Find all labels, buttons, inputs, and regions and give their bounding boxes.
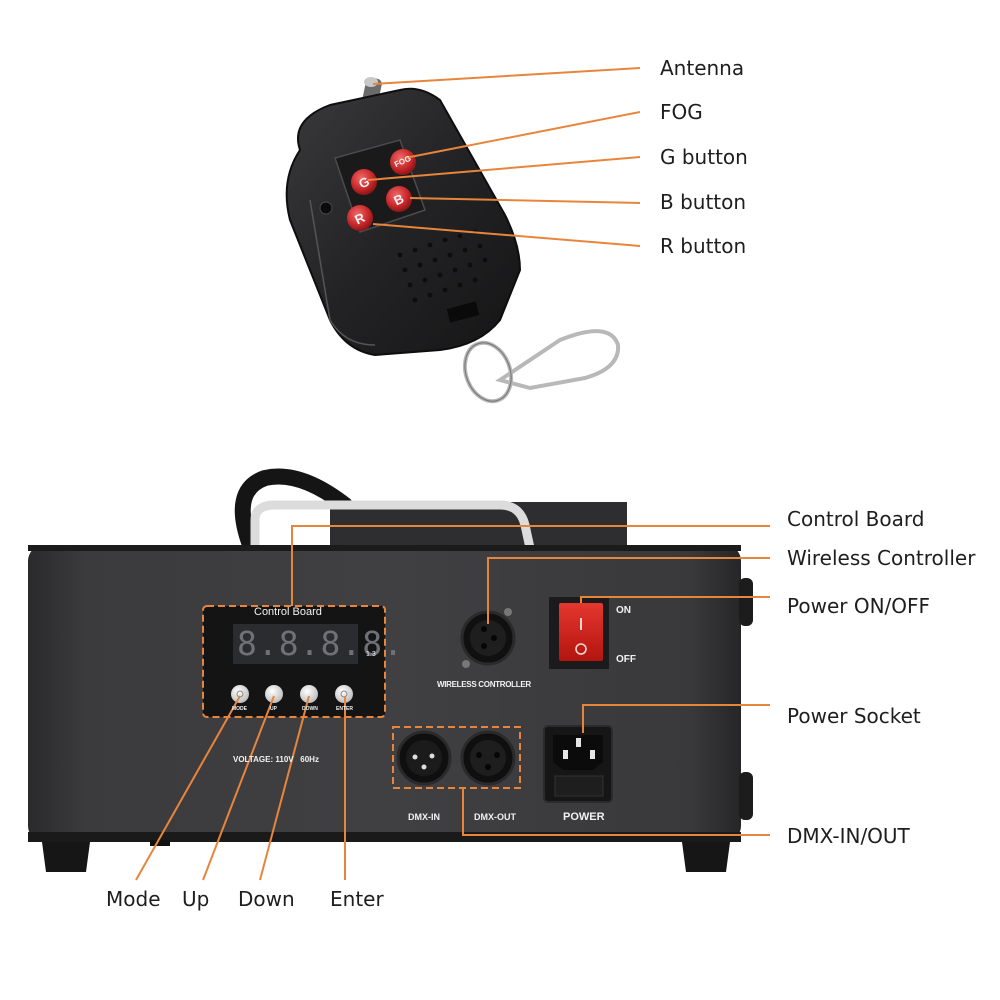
led-display-digits: 8.8.8.8. (237, 624, 404, 663)
callout-g-button: G button (660, 145, 748, 169)
down-label: DOWN (302, 706, 318, 712)
control-board-title: Control Board (254, 606, 322, 618)
enter-button (335, 685, 353, 703)
remote-g-button (351, 169, 377, 195)
up-button (265, 685, 283, 703)
power-switch (559, 603, 603, 661)
callout-dmx-in-out: DMX-IN/OUT (787, 824, 910, 848)
mode-label: MODE (232, 706, 247, 712)
control-board-outline (202, 605, 386, 718)
callout-enter: Enter (330, 887, 384, 911)
dmx-in-label: DMX-IN (408, 812, 440, 822)
wireless-controller-label: WIRELESS CONTROLLER (437, 680, 531, 689)
led-display (233, 624, 358, 664)
remote-b-button (386, 186, 412, 212)
dmx-outline (392, 726, 521, 789)
callout-down: Down (238, 887, 295, 911)
callout-power-on-off: Power ON/OFF (787, 594, 931, 618)
callout-r-button: R button (660, 234, 747, 258)
display-side-label: 1.3 (366, 651, 376, 658)
switch-off-label: OFF (616, 654, 636, 665)
voltage-label: VOLTAGE: 110V 60Hz (233, 755, 319, 764)
callout-antenna: Antenna (660, 56, 745, 80)
callout-b-button: B button (660, 190, 747, 214)
switch-on-label: ON (616, 605, 631, 616)
remote-fog-button (390, 149, 416, 175)
callout-fog: FOG (660, 100, 703, 124)
callout-up: Up (182, 887, 210, 911)
leader-lines (135, 67, 770, 881)
dmx-out-label: DMX-OUT (474, 812, 516, 822)
callout-control-board: Control Board (787, 507, 925, 531)
enter-label: ENTER (336, 706, 353, 712)
power-label: POWER (563, 811, 605, 823)
up-label: UP (270, 706, 277, 712)
fog-machine (28, 468, 753, 872)
remote-control (285, 77, 621, 404)
mode-button (231, 685, 249, 703)
remote-r-button (347, 205, 373, 231)
callout-power-socket: Power Socket (787, 704, 921, 728)
down-button (300, 685, 318, 703)
callout-mode: Mode (106, 887, 161, 911)
callout-wireless-controller: Wireless Controller (787, 546, 976, 570)
